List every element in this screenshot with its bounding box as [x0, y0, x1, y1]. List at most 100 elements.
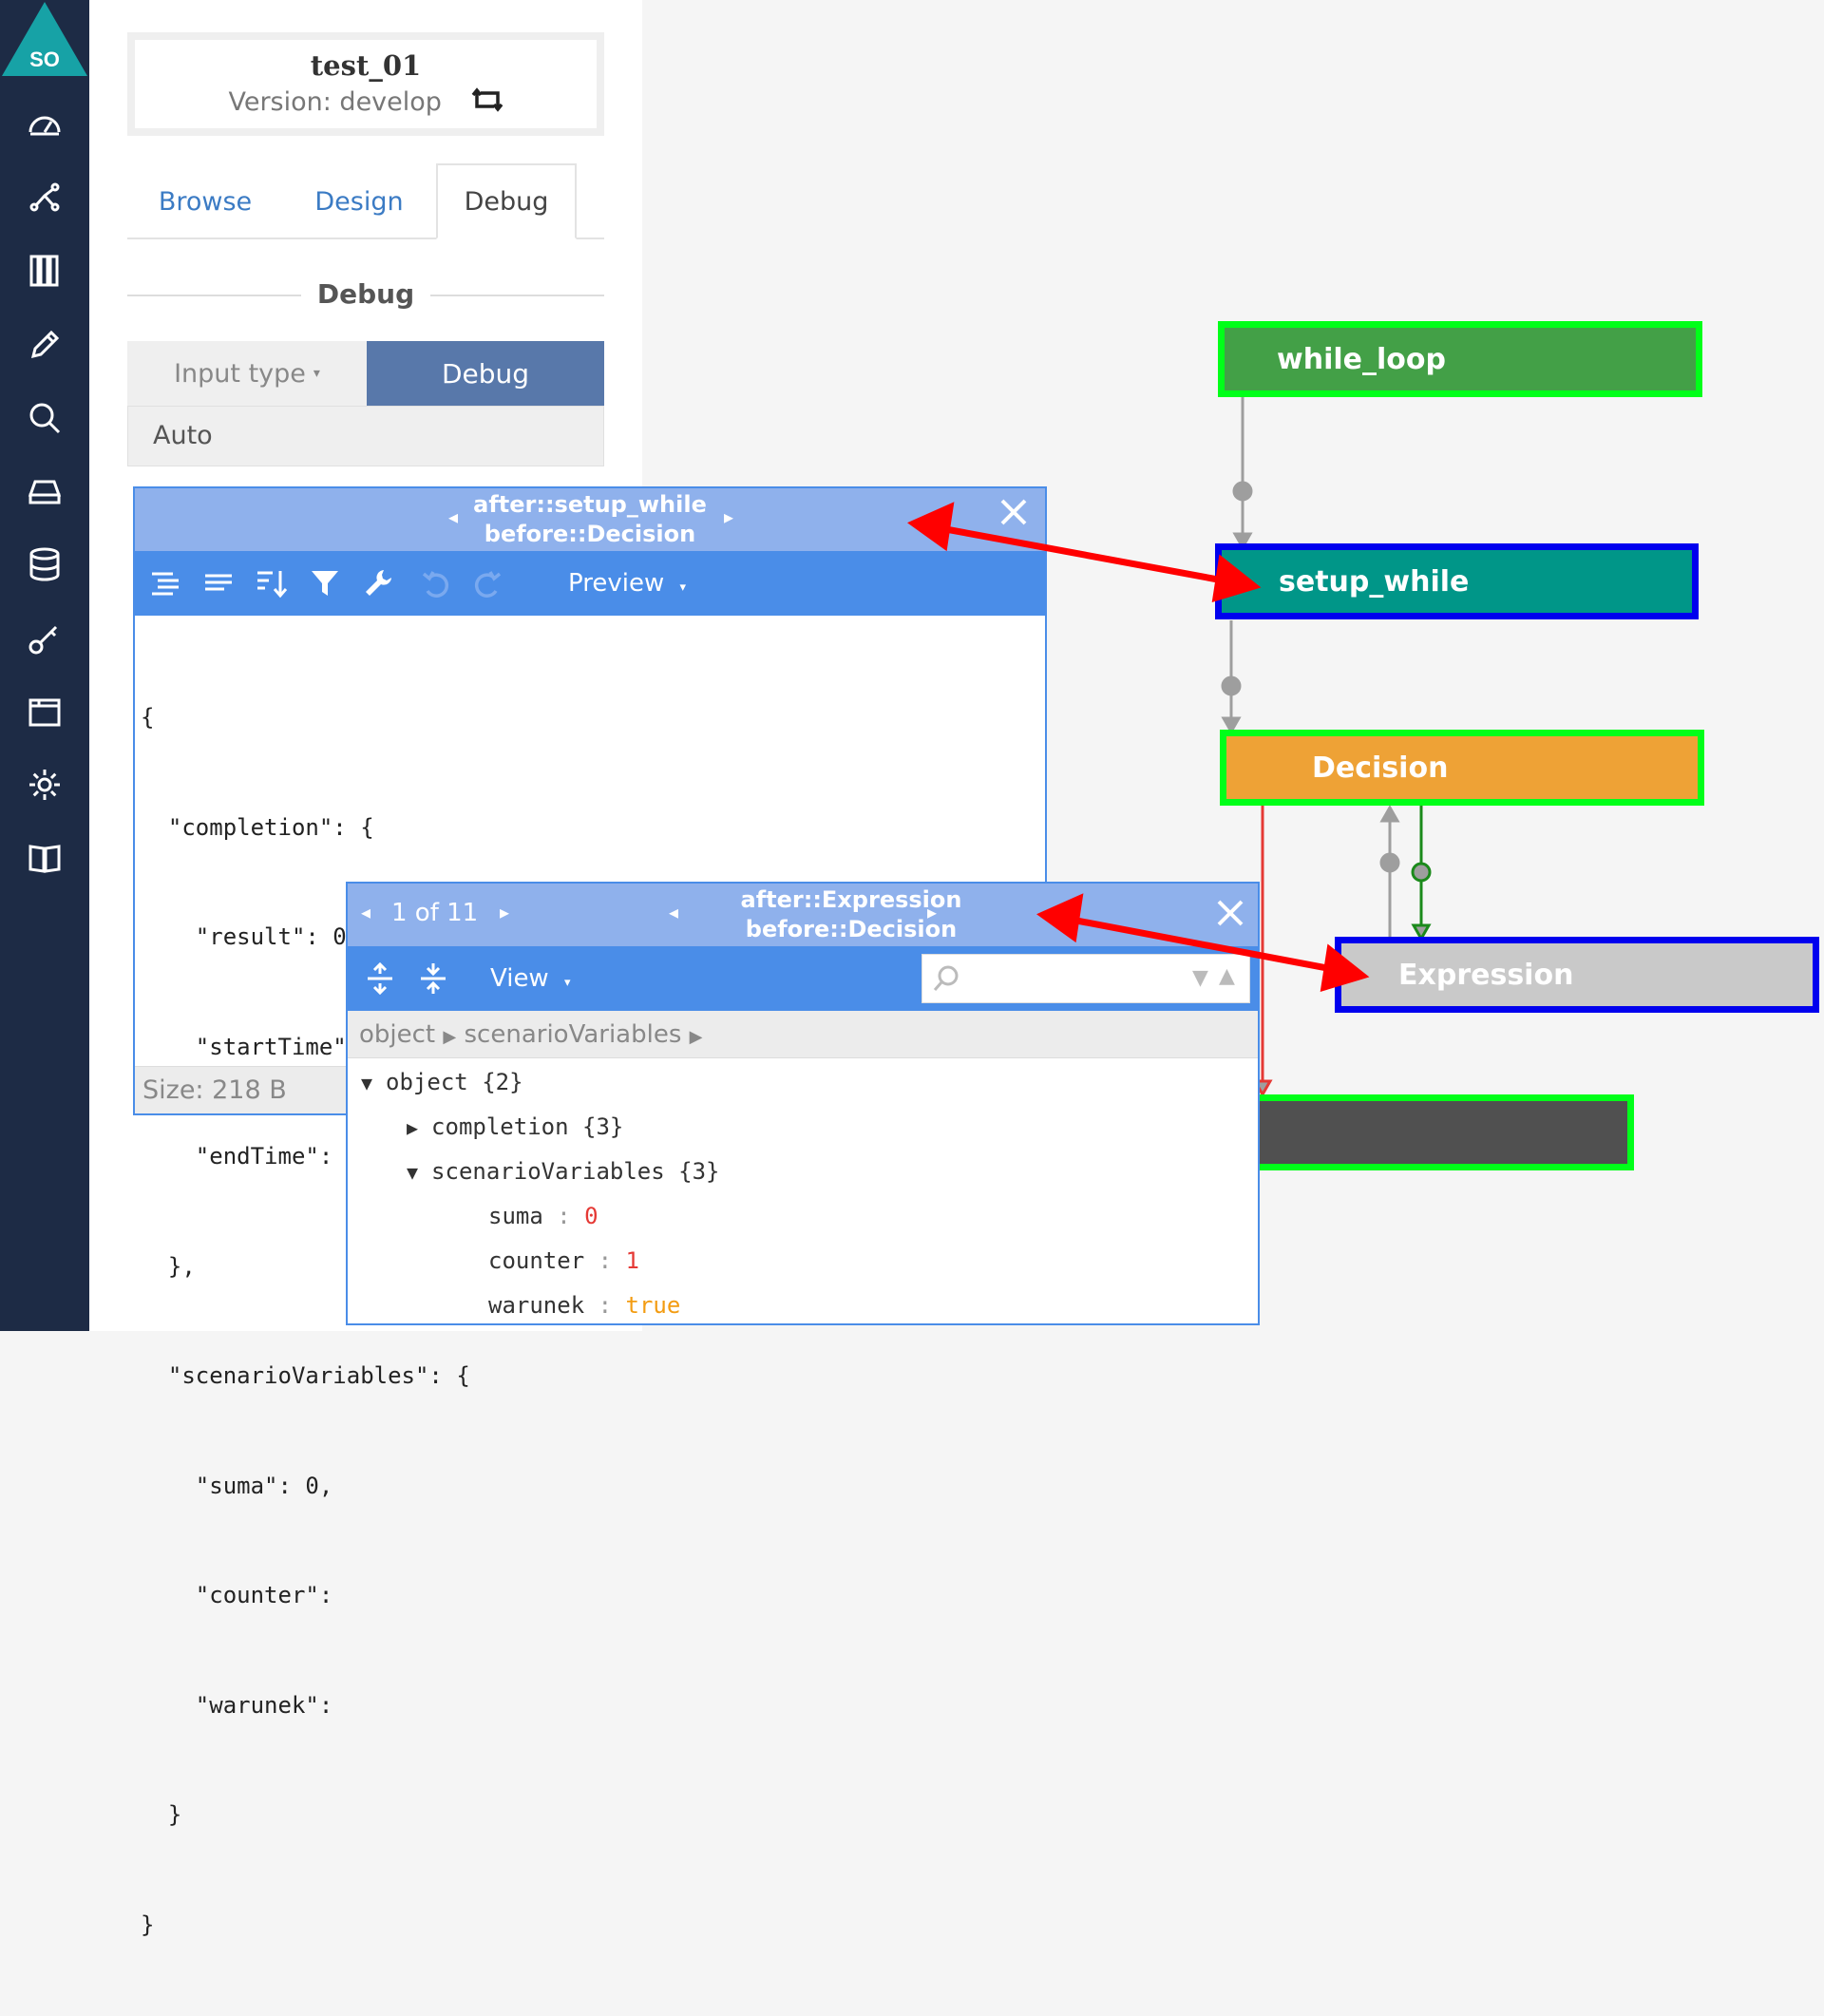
node-setup-while[interactable]: setup_while [1215, 543, 1699, 619]
code-line: }, [141, 1252, 196, 1280]
dashboard-icon[interactable] [19, 99, 70, 150]
filter-icon[interactable] [306, 564, 344, 602]
app-logo[interactable]: SO [0, 0, 89, 78]
title-after: after::setup_while [473, 491, 707, 518]
mode-dropdown[interactable]: Preview ▾ [568, 564, 686, 602]
library-icon[interactable] [19, 245, 70, 296]
edge-setup-decision [1221, 620, 1242, 735]
breadcrumb-item[interactable]: scenarioVariables [464, 1020, 682, 1049]
tabs-divider [127, 238, 604, 239]
node-decision[interactable]: Decision [1220, 730, 1704, 806]
code-line: "warunek": [141, 1691, 333, 1719]
node-label: while_loop [1277, 342, 1446, 376]
switch-version-icon[interactable] [471, 87, 504, 119]
input-type-label: Input type [174, 358, 306, 389]
tree-node-label: scenarioVariables {3} [431, 1158, 720, 1185]
expand-all-icon[interactable] [361, 960, 399, 998]
tree-key: suma [488, 1203, 543, 1229]
tree-node-label: completion {3} [431, 1113, 624, 1140]
sort-icon[interactable] [253, 564, 291, 602]
tree-node-root[interactable]: ▼object {2} [361, 1069, 523, 1095]
logo-text: SO [29, 48, 60, 71]
code-line: "counter": [141, 1582, 333, 1608]
search-icon[interactable] [19, 392, 70, 444]
caret-down-icon: ▾ [679, 580, 687, 595]
code-line: { [141, 704, 155, 731]
view-mode-label: View [490, 964, 549, 993]
tree-leaf-suma[interactable]: suma : 0 [488, 1203, 598, 1229]
tree-leaf-counter[interactable]: counter : 1 [488, 1247, 639, 1274]
debug-section-title: Debug [316, 278, 415, 310]
search-next-icon[interactable]: ▼ [1192, 966, 1208, 990]
view-mode-dropdown[interactable]: View ▾ [490, 960, 571, 998]
edit-icon[interactable] [19, 319, 70, 371]
docs-icon[interactable] [19, 832, 70, 884]
prev-step-icon[interactable]: ◂ [448, 505, 459, 528]
code-line: } [141, 1801, 182, 1828]
node-label: setup_while [1279, 564, 1470, 599]
edge-expression-decision [1379, 804, 1400, 939]
nav-sidebar: SO [0, 0, 89, 1331]
tree-value: 1 [625, 1247, 639, 1274]
tab-debug[interactable]: Debug [436, 163, 577, 239]
prev-page-icon[interactable]: ◂ [361, 901, 371, 923]
node-while-loop[interactable]: while_loop [1218, 321, 1702, 397]
version-row: Version: develop [135, 87, 597, 119]
undo-icon [416, 564, 454, 602]
edge-while-setup [1232, 397, 1253, 551]
close-icon[interactable] [999, 498, 1028, 532]
tree-leaf-warunek[interactable]: warunek : true [488, 1292, 680, 1319]
breadcrumb: object ▶ scenarioVariables ▶ [348, 1011, 1258, 1058]
collapse-all-icon[interactable] [414, 960, 452, 998]
edge-decision-expression [1411, 805, 1432, 942]
section-rule-right [430, 295, 604, 296]
next-step-icon[interactable]: ▸ [724, 505, 734, 528]
tree-separator: : [557, 1203, 585, 1229]
storage-icon[interactable] [19, 466, 70, 517]
flow-edges [1221, 397, 1432, 1098]
node-expression[interactable]: Expression [1335, 937, 1819, 1013]
section-rule-left [127, 295, 301, 296]
input-value-field[interactable]: Auto [127, 406, 604, 466]
tree-node-scenario-variables[interactable]: ▼scenarioVariables {3} [407, 1158, 719, 1185]
breadcrumb-separator-icon: ▶ [443, 1027, 457, 1047]
compact-icon[interactable] [200, 564, 238, 602]
editor-toolbar: Preview ▾ [135, 551, 1045, 616]
tree-value: 0 [584, 1203, 598, 1229]
code-line: "completion": { [141, 813, 374, 841]
settings-icon[interactable] [19, 759, 70, 810]
search-input[interactable] [964, 962, 1154, 995]
debug-window-expression: ◂ 1 of 11 ▸ ◂ after::Expression before::… [346, 882, 1260, 1325]
window-title-bar[interactable]: ◂ 1 of 11 ▸ ◂ after::Expression before::… [348, 884, 1258, 946]
code-line: "scenarioVariables": { [141, 1362, 470, 1389]
node-label: Expression [1398, 958, 1574, 992]
project-name: test_01 [310, 49, 422, 82]
tree-separator: : [598, 1247, 626, 1274]
prev-step-icon[interactable]: ◂ [669, 901, 679, 923]
tab-browse[interactable]: Browse [158, 186, 253, 217]
folder-icon[interactable] [19, 686, 70, 737]
version-label: Version: develop [228, 87, 442, 117]
debug-button[interactable]: Debug [367, 341, 604, 406]
format-icon[interactable] [146, 564, 184, 602]
search-prev-icon[interactable]: ▲ [1219, 964, 1235, 988]
title-before: before::Decision [484, 521, 696, 547]
title-before: before::Decision [745, 916, 958, 942]
workflow-icon[interactable] [19, 172, 70, 223]
tree-key: counter [488, 1247, 585, 1274]
close-icon[interactable] [1216, 899, 1244, 933]
tree-toolbar: View ▾ ▼ ▲ [348, 946, 1258, 1011]
database-icon[interactable] [19, 539, 70, 590]
window-title-bar[interactable]: ◂ after::setup_while before::Decision ▸ [135, 488, 1045, 551]
next-page-icon[interactable]: ▸ [500, 901, 510, 923]
node-end[interactable] [1235, 1094, 1634, 1170]
code-line: } [141, 1911, 155, 1938]
tab-design[interactable]: Design [314, 186, 404, 217]
tree-node-completion[interactable]: ▶completion {3} [407, 1113, 623, 1140]
repair-icon[interactable] [359, 564, 397, 602]
tree-key: warunek [488, 1292, 585, 1319]
breadcrumb-item[interactable]: object [359, 1020, 436, 1049]
input-type-dropdown[interactable]: Input type ▾ [127, 341, 367, 406]
next-step-icon[interactable]: ▸ [927, 901, 938, 923]
key-icon[interactable] [19, 613, 70, 664]
